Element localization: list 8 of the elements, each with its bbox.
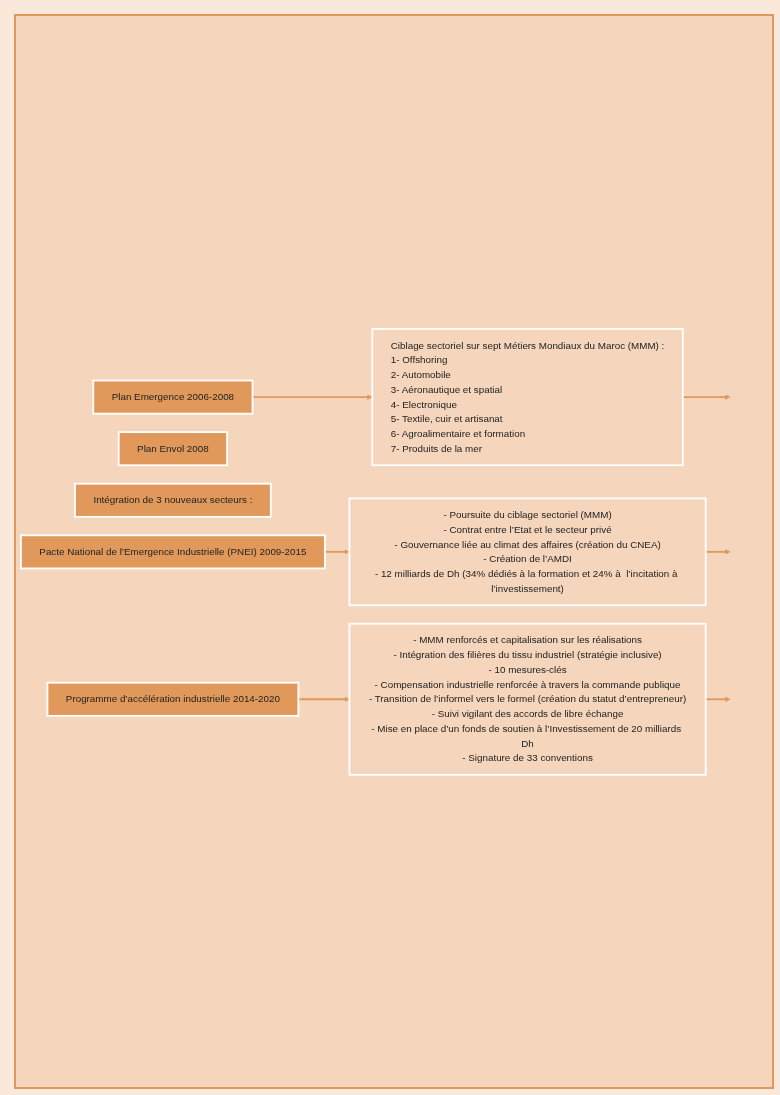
- node-box: - Poursuite du ciblage sectoriel (MMM) - Contrat entre l’Etat et le secteur privé - Gouvernance liée au climat des affaires (création du CNEA) - Création de l’AMDI - 12 milliards de Dh (34% dédiés à la formation et 24% à l’incitation à l’investissement): [348, 497, 707, 606]
- node-box: Intégration de 3 nouveaux secteurs :: [74, 482, 272, 518]
- node-box: Pacte National de l’Emergence Industrielle (PNEI) 2009-2015: [20, 534, 326, 569]
- node-box: - MMM renforcés et capitalisation sur les réalisations - Intégration des filières du tissu industriel (stratégie inclusive) - 10 mesures-clés - Compensation industrielle renforcée à travers la commande publique - Transition de l’informel vers le formel (création du statut d’entrepreneur) - Suivi vigilant des accords de libre échange - Mise en place d’un fonds de soutien à l’Investissement de 20 milliards Dh - Signature de 33 conventions: [348, 622, 707, 776]
- node-box: Plan Envol 2008: [117, 430, 229, 466]
- node-box: Ciblage sectoriel sur sept Métiers Mondiaux du Maroc (MMM) : 1- Offshoring 2- Automobile 3- Aéronautique et spatial 4- Electronique 5- Textile, cuir et artisanat 6- Agroalimentaire et formation 7- Produits de la mer: [371, 327, 684, 466]
- node-box: Programme d’accélération industrielle 2014-2020: [46, 681, 300, 717]
- node-box: Plan Emergence 2006-2008: [92, 379, 254, 415]
